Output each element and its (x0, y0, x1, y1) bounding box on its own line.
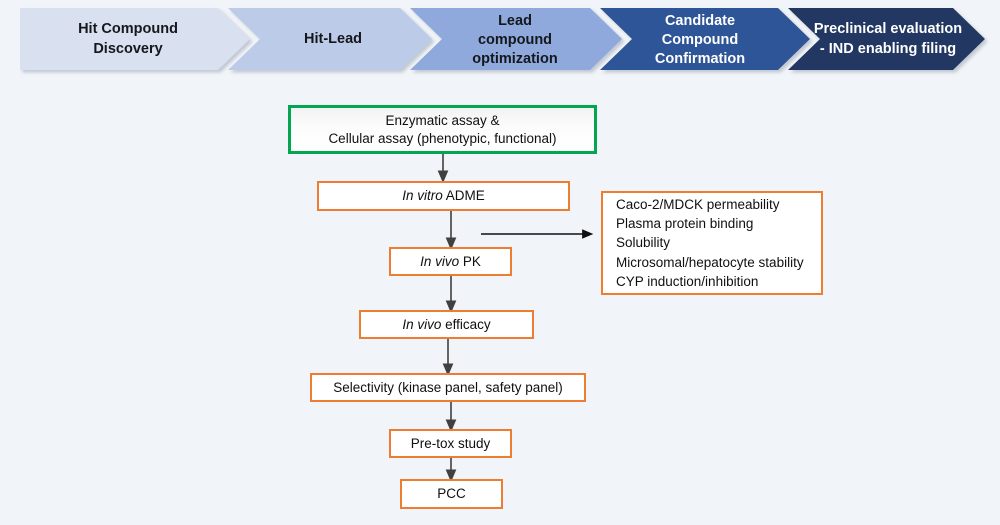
stage-label-4: Candidate (665, 13, 735, 29)
adme-detail-item: CYP induction/inhibition (616, 273, 759, 289)
stage-chevron-2[interactable] (228, 8, 432, 70)
stage-label-5b: - IND enabling filing (820, 41, 956, 57)
node-label-rest: PK (459, 253, 481, 269)
node-line: Enzymatic assay & (385, 113, 500, 129)
node-selectivity[interactable]: Selectivity (kinase panel, safety panel) (310, 373, 586, 402)
node-label-rest: efficacy (441, 316, 491, 332)
stage-label-3b: compound (478, 32, 552, 48)
node-in-vitro-adme[interactable]: In vitro ADME (317, 181, 570, 211)
stage-label-5: Preclinical evaluation (814, 21, 962, 37)
panel-adme-details[interactable]: Caco-2/MDCK permeability Plasma protein … (601, 191, 823, 295)
node-label-italic: In vivo (420, 253, 460, 269)
stage-chevron-5[interactable] (788, 8, 985, 70)
node-line: Cellular assay (phenotypic, functional) (328, 130, 557, 146)
stage-chevron-4[interactable] (600, 8, 810, 70)
flow-connectors (437, 154, 594, 483)
node-label-italic: In vitro (402, 188, 443, 204)
adme-detail-item: Plasma protein binding (616, 216, 754, 232)
node-pre-tox-study[interactable]: Pre-tox study (389, 429, 512, 458)
stage-label-3c: optimization (472, 51, 557, 67)
adme-detail-item: Solubility (616, 235, 671, 251)
stage-label-1b: Discovery (93, 41, 162, 57)
node-label-rest: ADME (442, 188, 485, 204)
node-label: Pre-tox study (410, 435, 491, 451)
adme-detail-item: Microsomal/hepatocyte stability (616, 254, 804, 270)
stage-label-2: Hit-Lead (304, 31, 362, 47)
stage-chevron-1[interactable] (20, 8, 250, 70)
stage-banner: Hit Compound Discovery Hit-Lead Lead com… (0, 0, 1000, 90)
stage-label-3: Lead (498, 13, 532, 29)
node-enzymatic-cellular-assay[interactable]: Enzymatic assay & Cellular assay (phenot… (288, 105, 597, 154)
node-label: PCC (437, 486, 466, 502)
node-pcc[interactable]: PCC (400, 479, 503, 509)
adme-detail-item: Caco-2/MDCK permeability (616, 197, 780, 213)
node-label-italic: In vivo (402, 316, 442, 332)
stage-label-4b: Compound (662, 32, 739, 48)
stage-chevron-3[interactable] (410, 8, 622, 70)
node-in-vivo-efficacy[interactable]: In vivo efficacy (359, 310, 534, 339)
node-in-vivo-pk[interactable]: In vivo PK (389, 247, 512, 276)
stage-label-4c: Confirmation (655, 51, 745, 67)
node-label: Selectivity (kinase panel, safety panel) (333, 379, 563, 395)
flowchart: Enzymatic assay & Cellular assay (phenot… (0, 90, 1000, 525)
stage-label-1: Hit Compound (78, 21, 178, 37)
